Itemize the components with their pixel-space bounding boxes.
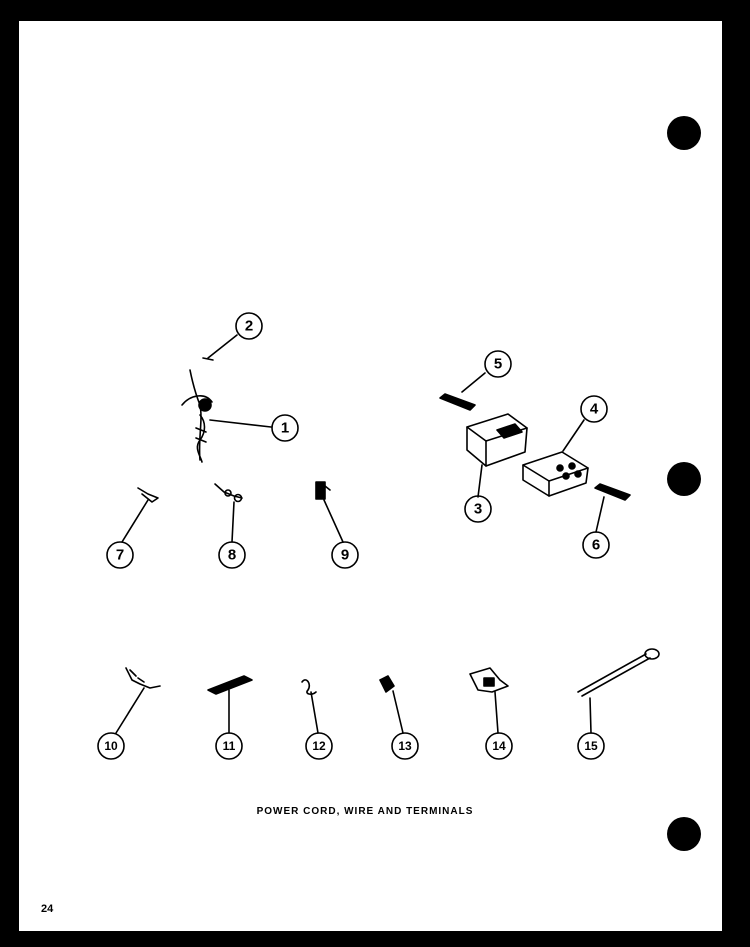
part-11-terminal [207,675,253,695]
part-6-terminal [594,483,631,501]
callout-10: 10 [104,739,118,753]
callout-3: 3 [474,501,482,518]
callout-11: 11 [223,739,236,753]
callout-8: 8 [228,547,236,564]
callout-12: 12 [312,739,326,753]
page-number: 24 [41,903,54,915]
part-9-terminal [315,481,331,500]
part-4-connector-plug [522,451,589,497]
callout-13: 13 [398,739,412,753]
callout-5: 5 [494,356,502,373]
part-7-terminal [137,487,159,503]
parts-diagram-page [19,21,722,931]
callout-15: 15 [584,739,598,753]
callout-4: 4 [590,401,599,418]
part-5-terminal [439,393,476,411]
part-13-terminal [379,675,395,693]
part-15-cable-tie [577,648,660,697]
part-14-bracket [469,667,509,693]
callout-14: 14 [492,739,506,753]
callout-1: 1 [281,420,289,437]
callout-6: 6 [592,537,600,554]
binder-hole-top [667,116,701,150]
part-3-connector-housing [466,413,528,467]
callout-7: 7 [116,547,124,564]
part-12-wire-nut [301,679,317,695]
part-1-power-cord [181,369,213,463]
callout-circles [97,312,610,760]
binder-hole-bottom [667,817,701,851]
part-10-terminal [125,667,161,689]
leader-lines [115,334,605,734]
binder-hole-middle [667,462,701,496]
callout-9: 9 [341,547,349,564]
callout-2: 2 [245,318,253,335]
part-2-wire [202,357,214,361]
diagram-title: POWER CORD, WIRE AND TERMINALS [256,806,474,817]
part-8-terminal [214,483,243,503]
